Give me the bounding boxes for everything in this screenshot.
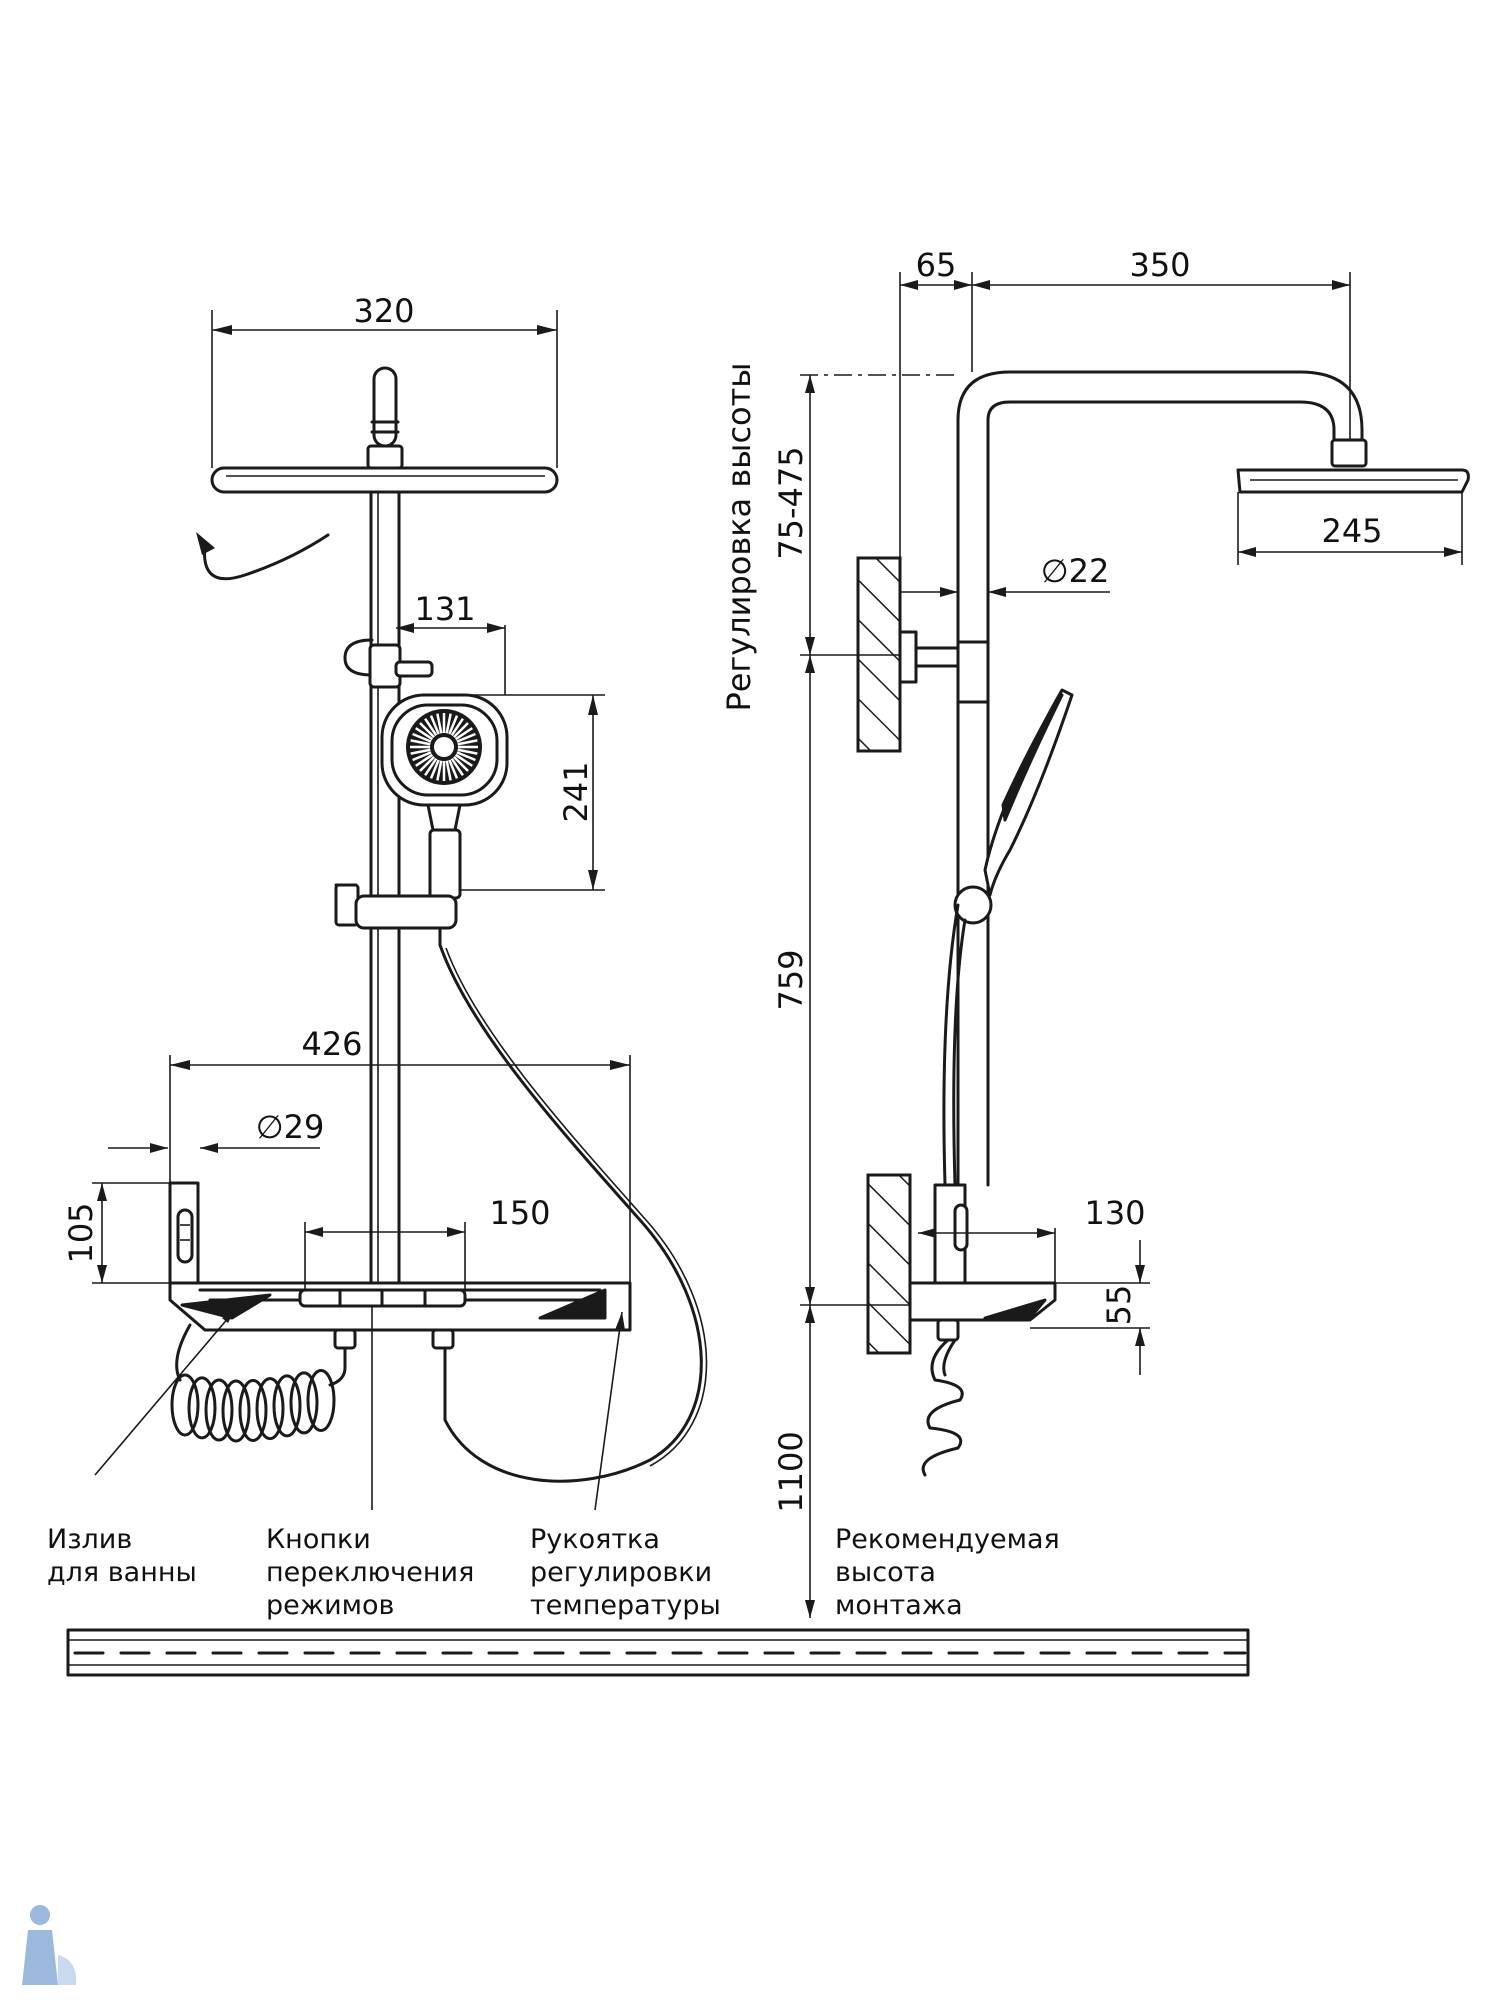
spray-nozzle-line — [415, 753, 434, 767]
label-recommended-line1: Рекомендуемая — [835, 1524, 1060, 1555]
label-buttons-line1: Кнопки — [266, 1524, 371, 1555]
spray-nozzle-line — [419, 756, 435, 772]
label-recommended-line2: высота — [835, 1557, 936, 1588]
coil-loop — [221, 1379, 251, 1443]
spray-nozzle-line — [448, 715, 459, 735]
dim-mixer-height: 105 — [62, 1202, 100, 1263]
spray-nozzle-line — [412, 732, 432, 743]
dim-side-head-width: 245 — [1321, 512, 1382, 550]
label-buttons-line3: режимов — [266, 1590, 394, 1621]
coil-loop — [255, 1377, 285, 1441]
dim-hand-shower-height: 241 — [557, 761, 595, 822]
dim-mixer-depth: 130 — [1084, 1194, 1145, 1232]
spray-nozzle-line — [412, 751, 432, 762]
front-labels: Излив для ванны Кнопки переключения режи… — [47, 1524, 721, 1621]
coil-loop — [238, 1378, 268, 1442]
dim-hand-shower-width: 131 — [414, 590, 475, 628]
front-view: 320 131 241 426 ∅29 — [47, 292, 721, 1621]
dim-mount-height: 1100 — [772, 1431, 810, 1512]
label-handle-line2: регулировки — [530, 1557, 712, 1588]
front-mixer — [168, 1181, 632, 1350]
spray-nozzle-line — [448, 759, 459, 779]
coil-loop — [187, 1376, 217, 1440]
front-shower-hose — [438, 943, 703, 1483]
dim-mixer-width: 426 — [301, 1025, 362, 1063]
side-mixer — [908, 1183, 1057, 1477]
side-wall-lower — [866, 1173, 912, 1355]
dim-pipe-diameter: ∅22 — [1041, 552, 1110, 590]
coil-loop — [306, 1368, 336, 1432]
dim-bath-spout-diameter: ∅29 — [256, 1108, 325, 1146]
coil-loop — [170, 1373, 200, 1437]
dim-side-wall-offset: 65 — [916, 246, 957, 284]
spray-nozzle-line — [436, 713, 443, 734]
label-spout-line1: Излив — [47, 1524, 132, 1555]
front-overhead-shower — [210, 366, 559, 494]
front-dimensions: 320 131 241 426 ∅29 — [62, 292, 631, 1290]
side-shower-arm — [956, 370, 1470, 1187]
spray-nozzle-line — [450, 757, 464, 776]
coil-loop — [204, 1378, 234, 1442]
side-dimensions: 65 350 245 ∅22 75-475 759 11 — [720, 246, 1463, 1618]
spray-nozzle-line — [456, 732, 476, 743]
spray-nozzle-line — [456, 751, 476, 762]
label-handle-line3: температуры — [530, 1590, 721, 1621]
spray-nozzle-line — [457, 739, 478, 746]
side-hand-shower — [942, 688, 1074, 1187]
spray-nozzle-line — [450, 718, 464, 737]
side-view: 65 350 245 ∅22 75-475 759 11 — [720, 246, 1470, 1621]
dim-button-spacing: 150 — [489, 1194, 550, 1232]
front-coil-hose — [175, 1323, 347, 1387]
dim-mixer-body-height: 55 — [1100, 1285, 1138, 1326]
spray-nozzle-line — [410, 739, 431, 746]
spray-nozzle-line — [419, 722, 435, 738]
front-slide-holder — [334, 883, 458, 947]
spray-nozzle-line — [424, 757, 438, 776]
spray-nozzle-line — [410, 748, 431, 755]
floor — [66, 1628, 1250, 1677]
spray-nozzle-line — [424, 718, 438, 737]
spray-nozzle-line — [457, 748, 478, 755]
spray-nozzle-line — [429, 759, 440, 779]
spray-nozzle-line — [429, 715, 440, 735]
spray-nozzle-line — [453, 722, 469, 738]
spray-nozzle-line — [445, 713, 452, 734]
label-height-adjust: Регулировка высоты — [720, 362, 758, 711]
dim-front-head-width: 320 — [353, 292, 414, 330]
spray-nozzle-line — [453, 756, 469, 772]
spray-nozzle-line — [415, 727, 434, 741]
coil-loop — [289, 1371, 319, 1435]
spray-nozzle-line — [436, 760, 443, 781]
dim-side-arm-reach: 350 — [1129, 246, 1190, 284]
spray-nozzle-line — [445, 760, 452, 781]
plumber-logo-icon — [22, 1905, 77, 1985]
side-wall-bracket — [898, 630, 990, 704]
dim-rail-height: 759 — [772, 949, 810, 1010]
front-hand-shower — [343, 638, 509, 900]
label-buttons-line2: переключения — [266, 1557, 474, 1588]
front-leaders — [94, 1305, 625, 1511]
label-spout-line2: для ванны — [47, 1557, 197, 1588]
spray-nozzle-line — [454, 727, 473, 741]
coil-loop — [272, 1374, 302, 1438]
label-handle-line1: Рукоятка — [530, 1524, 660, 1555]
label-recommended-line3: монтажа — [835, 1590, 963, 1621]
dim-height-adjust-range: 75-475 — [772, 446, 810, 559]
rotation-arrow-icon — [196, 532, 330, 581]
side-labels: Рекомендуемая высота монтажа — [835, 1524, 1060, 1621]
spray-nozzle-line — [454, 753, 473, 767]
